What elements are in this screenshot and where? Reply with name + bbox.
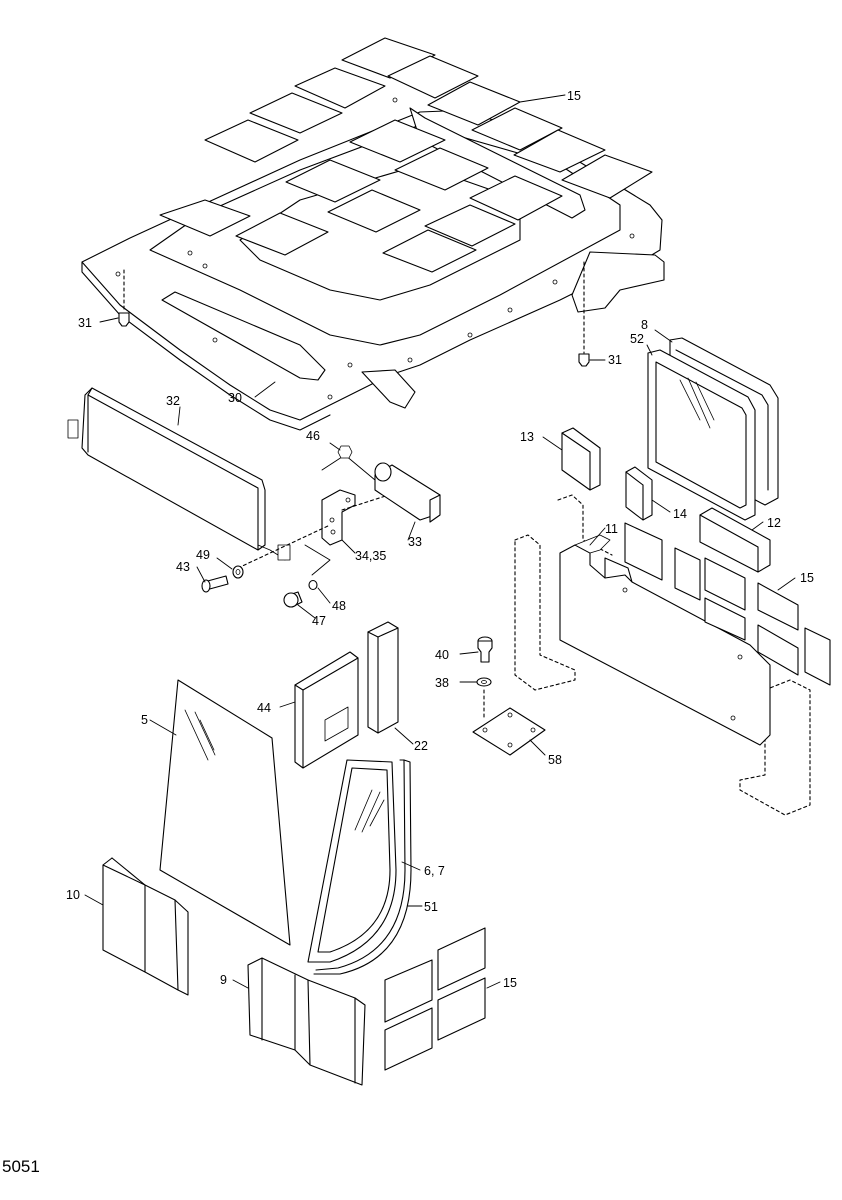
door-glass-seal — [313, 759, 412, 975]
callout-15-small: 15 — [503, 976, 517, 990]
callout-32: 32 — [166, 394, 180, 408]
rear-frame — [514, 494, 811, 816]
rear-panel — [559, 534, 771, 746]
visor-bracket — [237, 445, 399, 576]
callout-46: 46 — [306, 429, 320, 443]
cap-47 — [283, 591, 303, 608]
pad-44 — [294, 651, 359, 769]
pad-14 — [625, 466, 653, 521]
pad-13 — [561, 427, 601, 491]
callout-labels: 15 31 30 31 8 52 32 46 13 14 12 11 15 33… — [66, 89, 814, 990]
callout-15-rear: 15 — [800, 571, 814, 585]
callout-11: 11 — [605, 522, 618, 536]
drawing-code: 5051 — [2, 1157, 40, 1176]
roof-pads — [159, 37, 653, 273]
plate-58 — [472, 689, 546, 756]
bolt-31-left — [118, 269, 130, 327]
callout-5: 5 — [141, 713, 148, 727]
callout-58: 58 — [548, 753, 562, 767]
callout-8: 8 — [641, 318, 648, 332]
bolt-31-right — [578, 261, 590, 367]
callout-47: 47 — [312, 614, 326, 628]
bolt-40 — [477, 636, 493, 663]
pad-22 — [367, 621, 399, 734]
callout-48: 48 — [332, 599, 346, 613]
sun-visor — [67, 387, 291, 561]
callout-22: 22 — [414, 739, 428, 753]
rear-panel-pads — [624, 522, 831, 686]
callout-51: 51 — [424, 900, 438, 914]
pad-12 — [699, 507, 771, 573]
side-glass-5 — [159, 679, 291, 946]
callout-6-7: 6, 7 — [424, 864, 445, 878]
callout-10: 10 — [66, 888, 80, 902]
callout-43: 43 — [176, 560, 190, 574]
callout-31-left: 31 — [78, 316, 92, 330]
callout-52: 52 — [630, 332, 644, 346]
panel-9 — [247, 957, 366, 1086]
washer-49 — [232, 565, 244, 579]
callout-33: 33 — [408, 535, 422, 549]
washer-38 — [476, 677, 492, 687]
callout-12: 12 — [767, 516, 781, 530]
glass-seal — [647, 349, 756, 521]
callout-38: 38 — [435, 676, 449, 690]
callout-14: 14 — [673, 507, 687, 521]
washer-48 — [308, 579, 318, 591]
interior-light — [374, 462, 441, 523]
callout-44: 44 — [257, 701, 271, 715]
callout-34-35: 34,35 — [355, 549, 386, 563]
leader-lines — [84, 94, 796, 989]
callout-31-right: 31 — [608, 353, 622, 367]
callout-40: 40 — [435, 648, 449, 662]
callout-49: 49 — [196, 548, 210, 562]
callout-15-roof: 15 — [567, 89, 581, 103]
callout-9: 9 — [220, 973, 227, 987]
screw-43 — [201, 575, 229, 593]
callout-13: 13 — [520, 430, 534, 444]
callout-30: 30 — [228, 391, 242, 405]
small-pads — [384, 927, 486, 1071]
panel-10 — [102, 857, 189, 996]
door-glass — [307, 759, 397, 963]
